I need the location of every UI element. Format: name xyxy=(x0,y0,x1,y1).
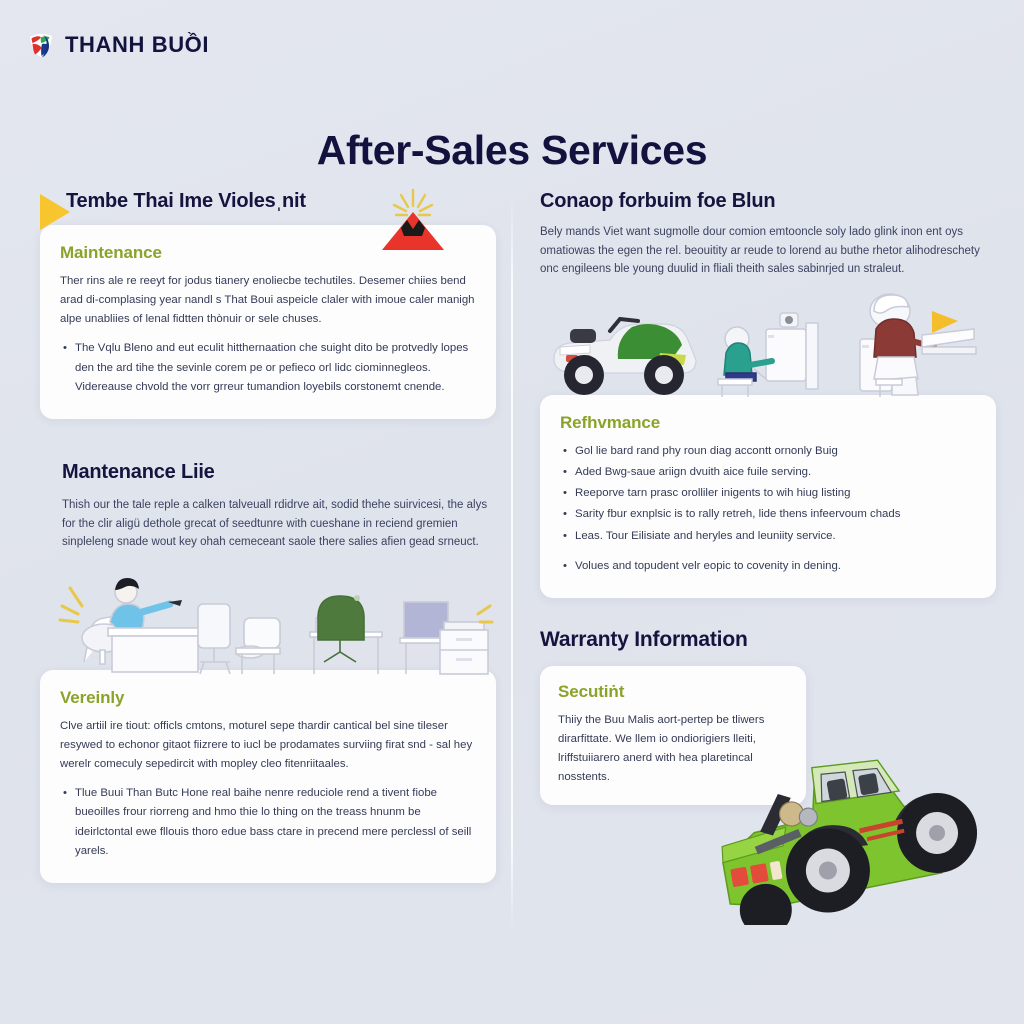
card-vereinly: Vereinly Clve artiil ire tiout: officls … xyxy=(40,669,496,883)
list-item: Gol lie bard rand phy roun diag accontt … xyxy=(563,442,976,461)
card-bullets-maintenance: The Vqlu Bleno and eut eculit hitthernaa… xyxy=(60,339,476,396)
left-column: Tembe Thai Ime Violesˌnit Maintenance T xyxy=(40,188,496,883)
section-heading-warranty: Warranty Information xyxy=(540,627,748,651)
card-title-secutint: Secutiṅt xyxy=(558,681,625,701)
list-item: Tlue Buui Than Butc Hone real baihe nenr… xyxy=(63,784,476,861)
list-item: Sarity fbur exnplsic is to rally retreh,… xyxy=(563,505,976,524)
atv-service-desk-illustration xyxy=(540,293,996,399)
card-title-vereinly: Vereinly xyxy=(60,687,125,707)
section-heading-conaop: Conaop forbuim foe Blun xyxy=(540,190,776,212)
card-title-refhvmance: Refhvmance xyxy=(560,412,661,432)
shield-leaf-logo-icon xyxy=(26,30,56,60)
card-body-secutint: Thiiy the Buu Malis aort-pertep be tliwe… xyxy=(558,713,765,784)
page-title: After-Sales Services xyxy=(316,127,708,174)
section-heading-mantenance-liie: Mantenance Liie xyxy=(62,460,215,483)
card-body-vereinly: Clve artiil ire tiout: officls cmtons, m… xyxy=(60,719,473,771)
yellow-triangle-icon xyxy=(40,194,70,230)
brand-name: THANH BUỒI xyxy=(65,32,210,57)
column-divider xyxy=(511,196,513,932)
card-bullets-vereinly: Tlue Buui Than Butc Hone real baihe nenr… xyxy=(60,784,476,861)
red-volcano-icon xyxy=(376,184,450,258)
right-column: Conaop forbuim foe Blun Bely mands Viet … xyxy=(540,190,996,806)
list-item: Aded Bwg-saue ariign dvuith aice fuile s… xyxy=(563,463,976,482)
card-secutint: Secutiṅt Thiiy the Buu Malis aort-pertep… xyxy=(540,665,806,806)
card-title-maintenance: Maintenance xyxy=(60,243,162,262)
section-heading-tembe: Tembe Thai Ime Violesˌnit xyxy=(66,190,306,212)
list-item: Volues and topudent velr eopic to coveni… xyxy=(563,557,976,576)
card-body-maintenance: Ther rins ale re reeyt for jodus tianery… xyxy=(60,275,475,326)
section-lede-mantenance: Thish our the tale reple a calken talveu… xyxy=(62,498,488,549)
list-item: The Vqlu Bleno and eut eculit hitthernaa… xyxy=(63,339,476,396)
list-item: Leas. Tour Eilisiate and heryles and leu… xyxy=(563,527,976,546)
green-offroad-truck-illustration xyxy=(700,745,990,936)
list-item: Reeporve tarn prasc orolliler inigents t… xyxy=(563,484,976,503)
card-maintenance: Maintenance Ther rins ale re reeyt for j… xyxy=(40,225,496,419)
card-refhvmance: Refhvmance Gol lie bard rand phy roun di… xyxy=(540,394,996,598)
brand-logo: THANH BUỒI xyxy=(26,30,209,60)
office-desk-people-illustration xyxy=(48,566,496,678)
card-bullets-refhvmance: Gol lie bard rand phy roun diag accontt … xyxy=(560,442,976,576)
section-lede-conaop: Bely mands Viet want sugmolle dour comio… xyxy=(540,226,980,276)
